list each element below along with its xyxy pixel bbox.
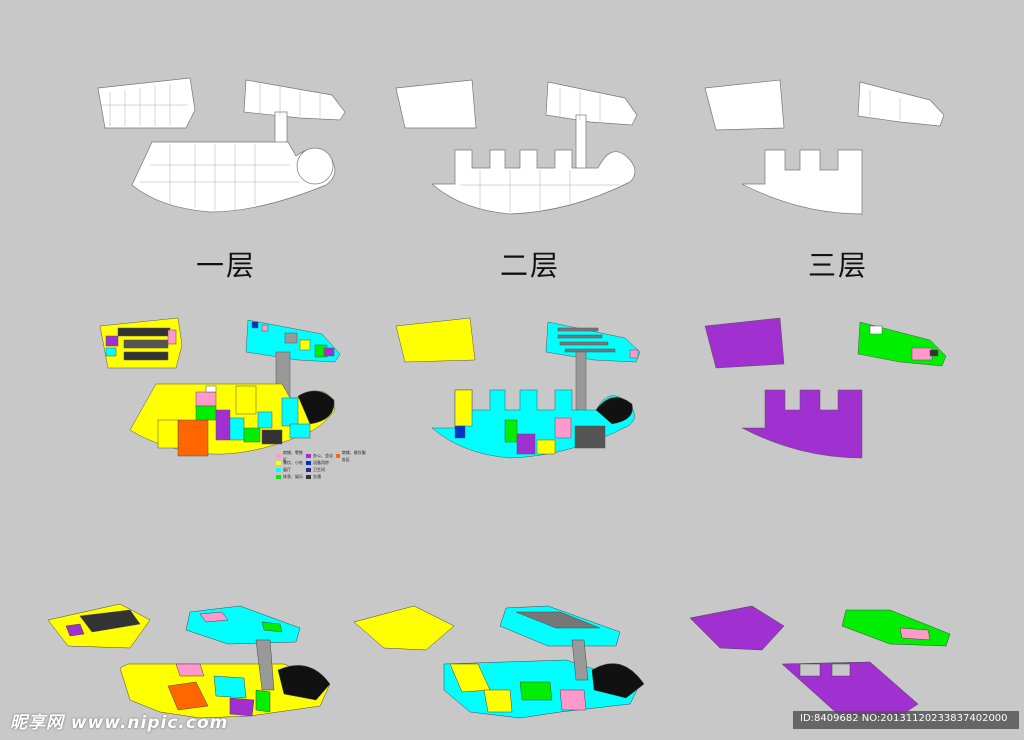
image-id: ID:8409682 NO:20131120233837402000 <box>800 713 1008 724</box>
legend-swatch <box>276 460 281 465</box>
legend-label: 展厅 <box>283 467 291 472</box>
plan-floor2-colored <box>395 317 641 459</box>
plan-floor1-colored <box>99 317 341 457</box>
legend-swatch <box>306 467 311 472</box>
legend-item: 餐饮、小吃 <box>276 459 306 466</box>
legend-swatch <box>276 474 281 479</box>
legend-swatch <box>336 453 340 458</box>
legend-label: 交通 <box>313 474 321 479</box>
legend-label: 餐饮、小吃 <box>283 460 303 465</box>
legend-item: 交通 <box>306 473 336 480</box>
legend-item: 办公、会议 <box>306 452 336 459</box>
iso-floor2 <box>353 605 645 719</box>
legend-item: 展厅 <box>276 466 306 473</box>
watermark-url: www.nipic.com <box>70 713 229 733</box>
plan-floor3-outline <box>704 79 945 215</box>
legend-item: 卫生间 <box>306 466 336 473</box>
legend-label: 设备用房 <box>313 460 329 465</box>
legend-swatch <box>306 453 311 458</box>
legend-item <box>336 459 366 466</box>
legend-item: 休息、娱乐 <box>276 473 306 480</box>
floor-label-1: 一层 <box>196 249 257 282</box>
image-id-bar <box>793 711 1019 729</box>
legend-label: 办公、会议 <box>313 453 333 458</box>
iso-floor1 <box>47 603 331 719</box>
iso-floor3 <box>689 605 951 717</box>
plan-floor3-colored <box>704 317 947 459</box>
legend-item: 设备用房 <box>306 459 336 466</box>
legend-item: 商铺、餐饮服务区 <box>336 450 366 462</box>
legend-swatch <box>276 467 281 472</box>
plan-floor1-outline <box>97 77 346 213</box>
legend: 商铺、零售区 办公、会议 商铺、餐饮服务区 餐饮、小吃 设备用房 展厅 卫生间 … <box>276 450 366 480</box>
legend-label: 商铺、餐饮服务区 <box>341 449 366 462</box>
floor-label-2: 二层 <box>500 249 561 282</box>
watermark: 昵享网 www.nipic.com <box>10 708 228 733</box>
floor-label-3: 三层 <box>808 249 869 282</box>
legend-swatch <box>306 460 311 465</box>
legend-label: 卫生间 <box>313 467 325 472</box>
legend-swatch <box>306 474 311 479</box>
legend-label: 商铺、零售区 <box>282 449 303 462</box>
watermark-brand: 昵享网 <box>10 713 64 733</box>
legend-label: 休息、娱乐 <box>283 474 303 479</box>
plan-floor2-outline <box>395 79 638 215</box>
legend-swatch <box>276 453 281 458</box>
legend-item: 商铺、零售区 <box>276 450 306 462</box>
